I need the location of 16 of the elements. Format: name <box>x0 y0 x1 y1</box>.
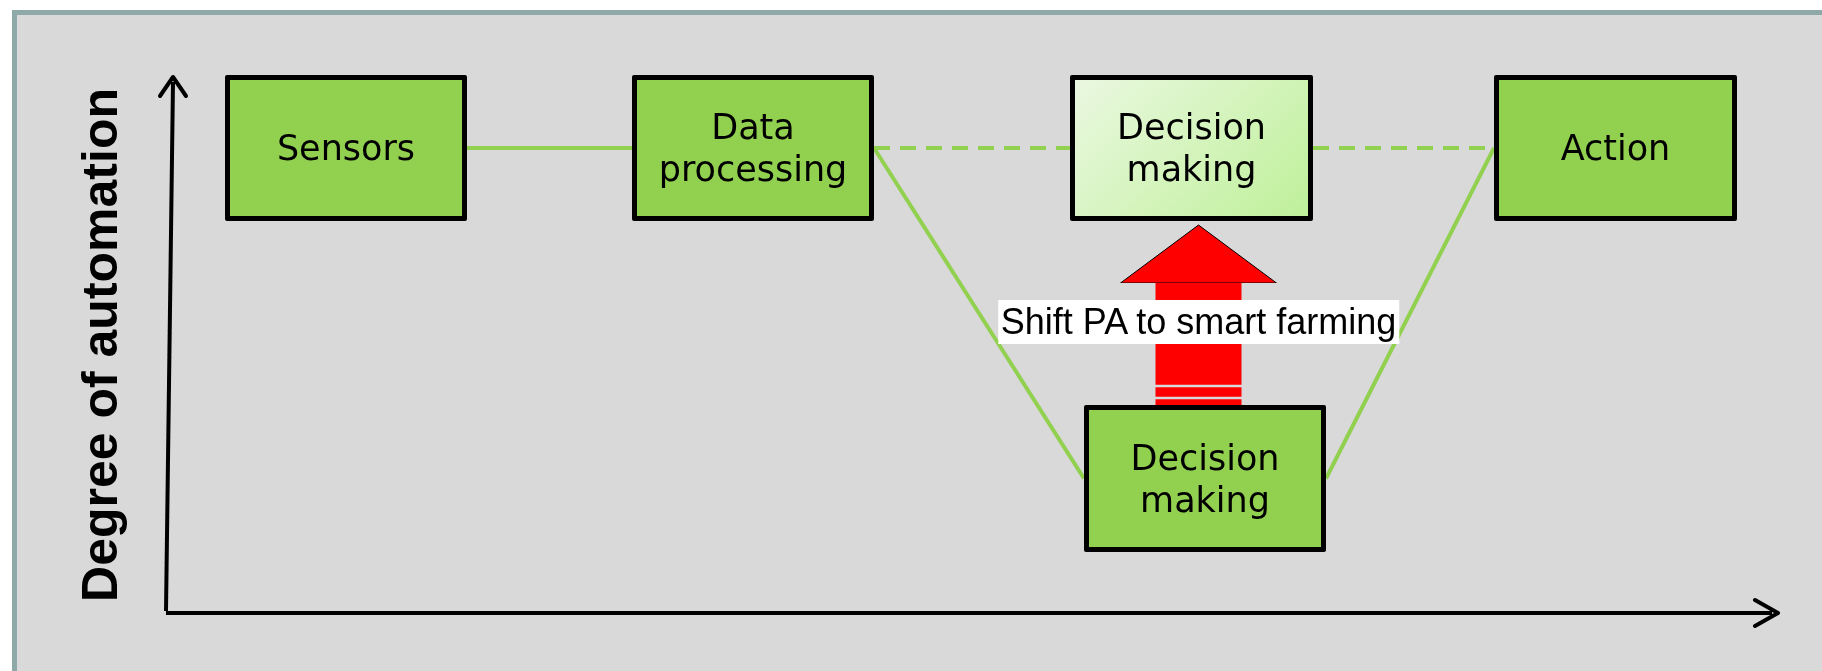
connector <box>467 146 632 150</box>
box-label: Data processing <box>657 106 849 190</box>
dashed-connector <box>874 146 1070 150</box>
axis-title: Degree of automation <box>71 88 129 602</box>
box-label: Decision making <box>1116 106 1267 190</box>
process-box <box>1070 75 1313 221</box>
box-label: Sensors <box>276 127 416 169</box>
process-box <box>225 75 467 221</box>
process-box <box>632 75 874 221</box>
process-box <box>1494 75 1737 221</box>
edge-label: Shift PA to smart farming <box>997 300 1400 345</box>
connector <box>1324 147 1496 480</box>
box-label: Action <box>1560 127 1671 169</box>
box-label: Decision making <box>1129 436 1281 521</box>
process-box <box>1084 405 1326 552</box>
block-arrow <box>1120 224 1277 405</box>
